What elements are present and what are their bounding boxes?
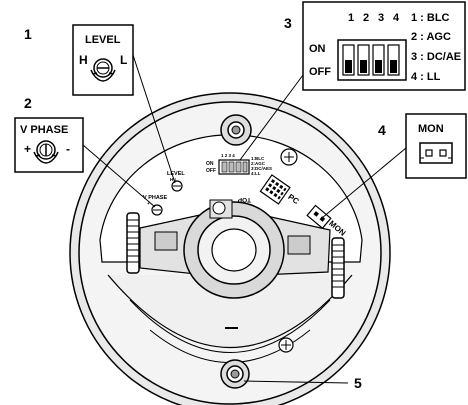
- callout-1-number: 1: [24, 26, 32, 42]
- callout-mon-title: MON: [418, 123, 444, 135]
- callout-vphase-minus: -: [66, 142, 70, 156]
- callout-mon-box: MON: [405, 113, 467, 179]
- board-vphase-pot: V PHASE + -: [143, 195, 167, 216]
- callout-dip-setting-1: 1 : BLC: [411, 12, 450, 24]
- callout-dip-pos-3: 3: [378, 12, 384, 24]
- callout-level-box: LEVEL H L: [72, 24, 134, 96]
- callout-dip-on: ON: [309, 43, 326, 55]
- callout-level-h: H: [79, 53, 88, 67]
- vphase-knob-icon: [33, 140, 59, 164]
- callout-vphase-box: V PHASE + -: [14, 117, 84, 173]
- callout-dip-setting-4: 4 : LL: [411, 71, 441, 83]
- top-screw: [220, 114, 252, 146]
- board-top-label: TOP: [237, 196, 251, 203]
- level-knob-icon: [90, 58, 116, 82]
- callout-5-number: 5: [354, 375, 362, 391]
- callout-dip-off: OFF: [309, 66, 331, 78]
- mon-connector-icon: [419, 142, 453, 164]
- board-dip-nums: 1 2 3 4: [221, 153, 235, 158]
- board-dip-setting-4: 4:LL: [251, 171, 261, 176]
- board-dip-setting-2: 2:AGC: [251, 161, 266, 166]
- board-dip-switch: ON OFF 1 2 3 4 1:BLC 2:AGC 3:DC/AES 4:LL: [206, 153, 272, 176]
- leader-dip: [239, 74, 304, 161]
- board-dip-on: ON: [206, 161, 214, 167]
- board-vphase-label: V PHASE: [143, 195, 167, 201]
- callout-dip-box: 1 2 3 4 ON OFF 1 : BLC 2 : AGC 3 : DC/AE…: [302, 1, 466, 91]
- dip-switch-icon: [337, 39, 407, 81]
- callout-dip-setting-2: 2 : AGC: [411, 31, 451, 43]
- callout-2-number: 2: [24, 95, 32, 111]
- callout-vphase-plus: +: [24, 142, 31, 156]
- board-vphase-pm: + -: [147, 201, 153, 206]
- board-screw-right: [280, 148, 298, 166]
- leader-vphase: [82, 144, 156, 208]
- board-screw-bottom: [278, 337, 294, 353]
- board-dip-setting-3: 3:DC/AES: [251, 166, 272, 171]
- callout-level-title: LEVEL: [85, 34, 121, 46]
- callout-3-number: 3: [284, 15, 292, 31]
- callout-dip-pos-1: 1: [348, 12, 354, 24]
- bottom-screw: [220, 359, 250, 389]
- callout-vphase-title: V PHASE: [20, 124, 68, 136]
- callout-level-l: L: [120, 53, 127, 67]
- lens-gimbal: [126, 199, 345, 299]
- leader-mon: [321, 147, 407, 219]
- board-dip-setting-1: 1:BLC: [251, 156, 265, 161]
- board-level-label: LEVEL: [167, 171, 185, 177]
- callout-dip-pos-4: 4: [393, 12, 400, 24]
- callout-dip-pos-2: 2: [363, 12, 369, 24]
- leader-screw: [243, 380, 349, 384]
- callout-4-number: 4: [378, 122, 386, 138]
- leader-level: [132, 54, 176, 184]
- callout-dip-setting-3: 3 : DC/AE: [411, 51, 461, 63]
- board-dip-off: OFF: [206, 168, 216, 174]
- board-pc-connector: PC: [259, 174, 301, 206]
